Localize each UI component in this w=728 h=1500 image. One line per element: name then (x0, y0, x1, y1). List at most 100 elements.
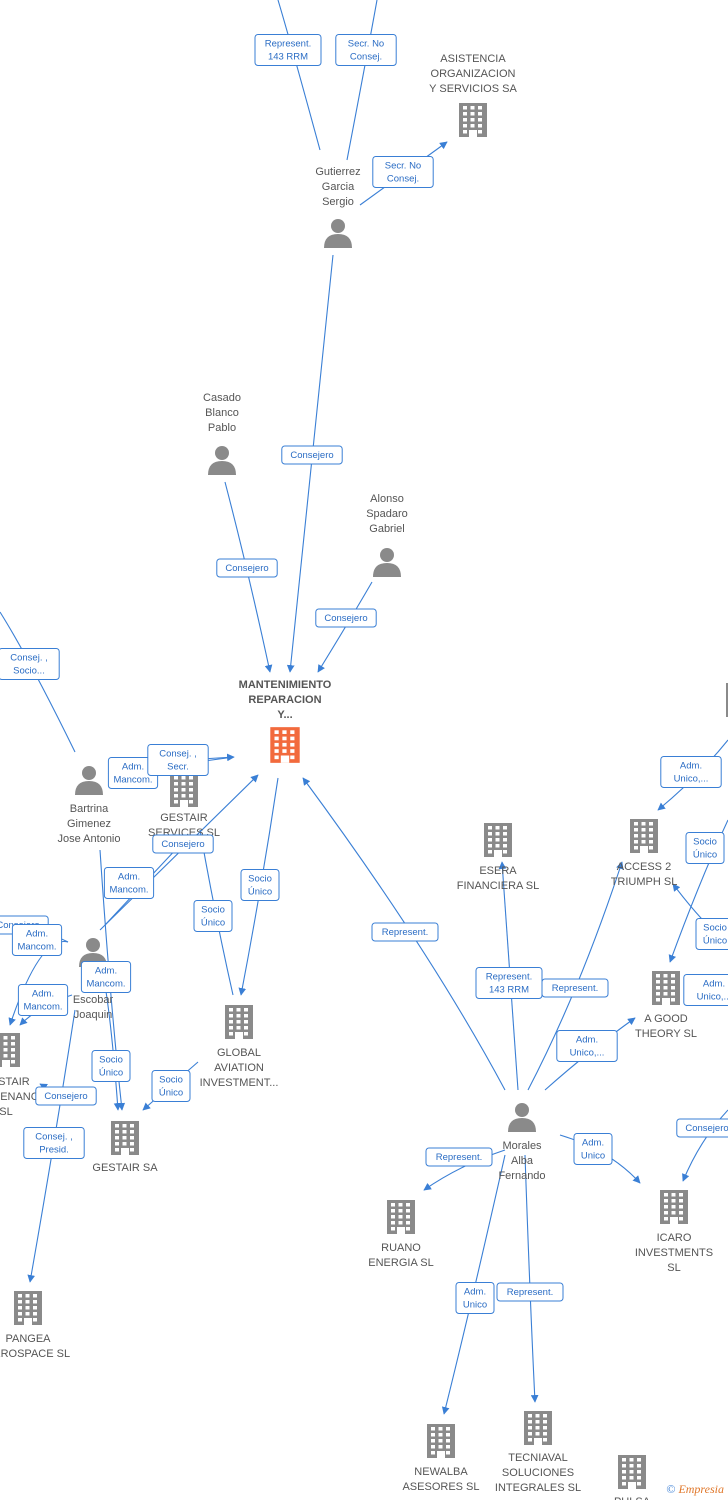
building-icon (618, 1455, 646, 1489)
node-label: SL (0, 1106, 13, 1118)
node-label: PULSA (614, 1496, 651, 1500)
empresia-credit[interactable]: © Empresia (666, 1482, 724, 1497)
node-label: Gimenez (67, 818, 111, 830)
node-pangea[interactable]: PANGEAAEROSPACE SL (0, 1291, 70, 1360)
edge-label[interactable]: Consejero (281, 445, 343, 465)
edge-label-text: Represent. (382, 927, 428, 938)
building-icon (387, 1200, 415, 1234)
edge-label-text: 143 RRM (268, 52, 308, 63)
edge-label-text: Consej. (350, 52, 382, 63)
edge-label-box (541, 978, 609, 998)
edge-line (302, 777, 506, 1091)
edge-label[interactable]: Adm.Mancom. (103, 867, 155, 899)
edge-label[interactable]: Adm.Unico,... (660, 756, 722, 788)
edge-line (346, 0, 378, 161)
edge-label[interactable]: Consejero (216, 558, 278, 578)
edge-label-text: Represent. (436, 1152, 482, 1163)
edge-label[interactable]: Adm.Unico (455, 1282, 495, 1314)
building-icon (484, 823, 512, 857)
edge-label-text: Unico (581, 1151, 605, 1162)
node-mantenimiento[interactable]: MANTENIMIENTOREPARACIONY... (239, 679, 332, 763)
node-label: Spadaro (366, 508, 408, 520)
edge-label[interactable]: Represent. (496, 1282, 564, 1302)
edge-label-text: Adm. (576, 1035, 598, 1046)
edge-label[interactable]: Adm.Mancom. (11, 924, 63, 956)
edge-label-text: Adm. (582, 1138, 604, 1149)
edge-label[interactable]: Represent. (371, 922, 439, 942)
node-label: INVESTMENTS (635, 1247, 713, 1259)
node-label: Alba (511, 1155, 534, 1167)
edge-label[interactable]: Adm. Unico (573, 1133, 613, 1165)
edge-label[interactable]: Consejero (152, 834, 214, 854)
edge-label-text: Único (693, 850, 717, 861)
building-icon (660, 1190, 688, 1224)
edge-label[interactable]: Consej. ,Secr. (147, 744, 209, 776)
edge-label[interactable]: Adm.Mancom. (80, 961, 132, 993)
edge-label[interactable]: Consejero (676, 1118, 728, 1138)
node-pulsa[interactable]: PULSA (614, 1455, 651, 1500)
edge-label[interactable]: Consejero (315, 608, 377, 628)
node-label: NEWALBA (414, 1466, 468, 1478)
node-global-aviation[interactable]: GLOBALAVIATIONINVESTMENT... (200, 1005, 279, 1089)
edge-label[interactable]: Consej. ,Presid. (23, 1127, 85, 1159)
building-icon (270, 727, 300, 763)
edge-label[interactable]: Adm.Mancom. (17, 984, 69, 1016)
edge-label-text: Consejero (290, 450, 333, 461)
edge-label-box (455, 1282, 495, 1314)
edge-label[interactable]: Adm. Unico,... (556, 1030, 618, 1062)
empresia-logo: Empresia (678, 1482, 724, 1496)
edge-label[interactable]: Represent.143 RRM (475, 967, 543, 999)
edge-label[interactable]: Represent.143 RRM (254, 34, 322, 66)
person-icon (208, 446, 236, 475)
edge-label-text: Consej. , (159, 749, 197, 760)
person-icon (373, 548, 401, 577)
edge-label[interactable]: Represent. (541, 978, 609, 998)
node-agood[interactable]: A GOOD THEORY SL (635, 971, 697, 1040)
edge-label-text: Mancom. (109, 885, 148, 896)
edge-label-box (371, 922, 439, 942)
node-label: AEROSPACE SL (0, 1348, 70, 1360)
edge-label[interactable]: Consej. ,Socio... (0, 648, 60, 680)
node-label: A GOOD (644, 1013, 687, 1025)
node-label: Joaquin (74, 1009, 113, 1021)
edge-label-text: Unico (463, 1300, 487, 1311)
edge-label-box (425, 1147, 493, 1167)
edge-label-text: Unico,... (570, 1048, 605, 1059)
node-gestair-maint[interactable]: GESTAIRMAINTENANCESL (0, 1033, 46, 1118)
node-label: SL (667, 1262, 680, 1274)
edge-label[interactable]: Adm.Unico,... (683, 974, 728, 1006)
edge-label-text: Adm. (703, 979, 725, 990)
edge-label[interactable]: Consejero (35, 1086, 97, 1106)
edge-label-text: Consej. , (10, 653, 48, 664)
node-gestair-sa[interactable]: GESTAIR SA (92, 1121, 158, 1174)
edge-label-text: Socio (693, 837, 717, 848)
edge-label-text: Adm. (26, 929, 48, 940)
node-label: THEORY SL (635, 1028, 697, 1040)
edge-line (524, 1154, 539, 1403)
edge-label-text: Consejero (161, 839, 204, 850)
edge-label[interactable]: Represent. (425, 1147, 493, 1167)
